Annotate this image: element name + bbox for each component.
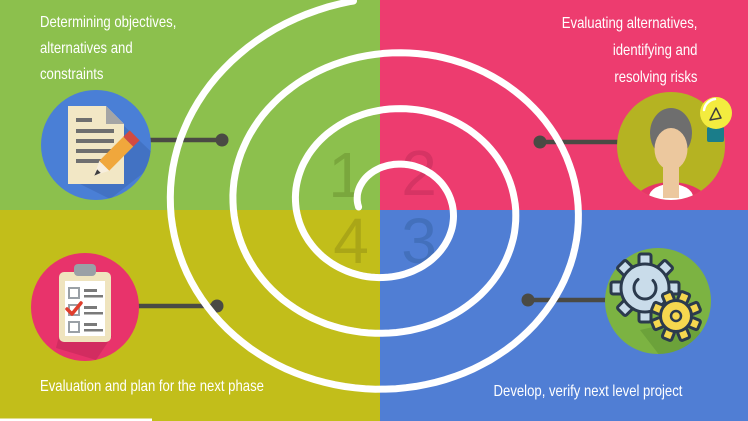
connector-top-right <box>533 135 622 149</box>
clipboard-clip <box>74 264 96 276</box>
label-line: identifying and <box>612 42 697 59</box>
face <box>654 128 688 170</box>
gears-icon <box>605 248 711 354</box>
lightbulb-icon <box>700 97 732 142</box>
document-pencil-icon <box>41 90 151 200</box>
spiral-curve <box>166 0 582 393</box>
connector-dot <box>215 133 229 147</box>
red-checkmark <box>65 301 83 316</box>
label-line: Evaluating alternatives, <box>561 15 697 32</box>
label-bottom-right: Develop, verify next level project <box>493 383 683 400</box>
label-line: constraints <box>40 66 104 83</box>
label-line: alternatives and <box>40 40 133 57</box>
label-top-left: Determining objectives, alternatives and… <box>40 10 176 88</box>
bottom-edge-sliver <box>0 418 152 421</box>
connector-dot <box>521 293 535 307</box>
paper-text-lines <box>76 118 114 163</box>
label-top-right: Evaluating alternatives, identifying and… <box>561 10 697 91</box>
paper-fold <box>106 106 124 124</box>
pencil <box>94 130 140 176</box>
label-line: resolving risks <box>613 69 697 86</box>
connector-top-left <box>145 133 229 147</box>
label-bottom-left: Evaluation and plan for the next phase <box>40 378 264 395</box>
connector-bottom-right <box>521 293 612 307</box>
gear-small <box>650 290 702 342</box>
checklist-rows <box>65 287 103 333</box>
connector-dot <box>533 135 547 149</box>
person-idea-icon <box>617 92 732 200</box>
checklist-icon <box>31 253 139 361</box>
label-line: Determining objectives, <box>40 14 177 31</box>
neck <box>663 166 679 198</box>
gear-large <box>609 252 681 324</box>
